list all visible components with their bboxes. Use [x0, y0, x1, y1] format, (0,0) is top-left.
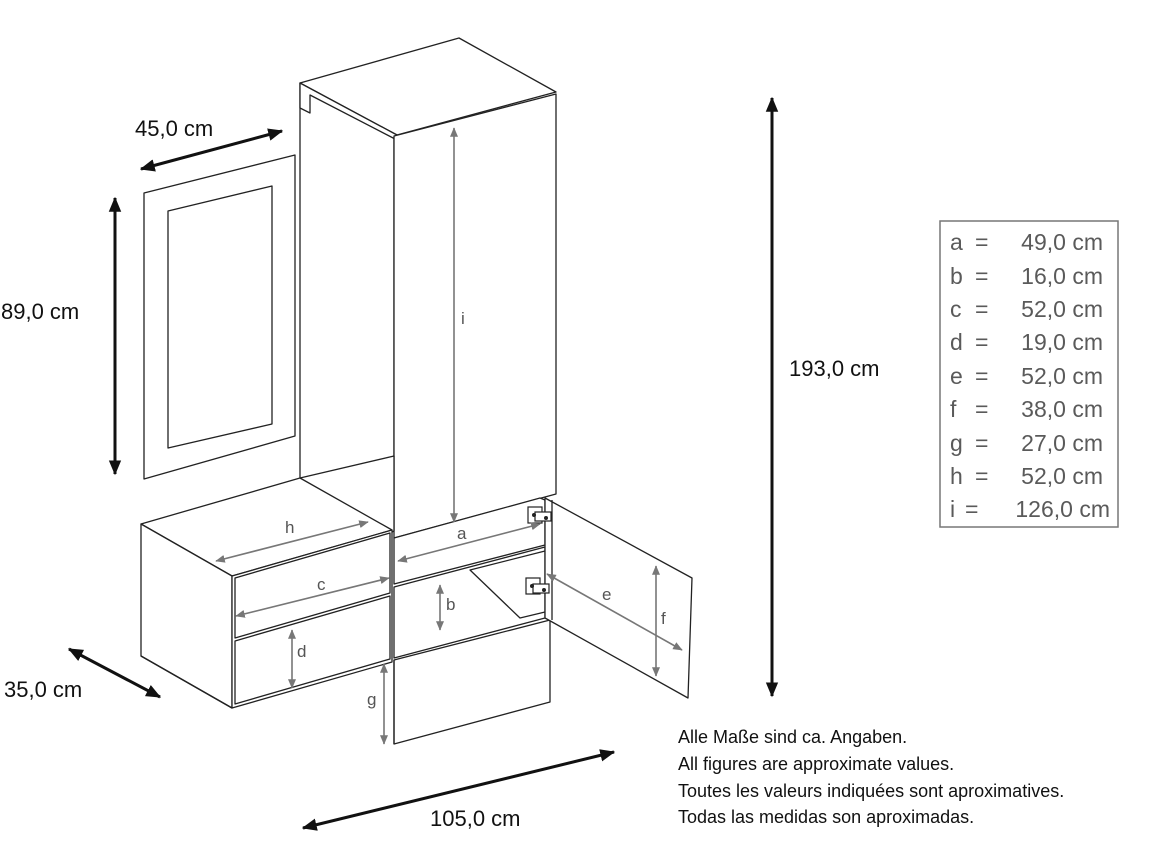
legend-row: d = 19,0 cm [950, 329, 1103, 355]
depth-arrow [67, 647, 162, 699]
legend-key: e [950, 363, 963, 389]
legend-key: i [950, 496, 955, 522]
legend-sep: = [975, 396, 988, 422]
depth-label: 35,0 cm [4, 677, 82, 702]
middle-unit [393, 497, 551, 745]
legend-value: 19,0 cm [1021, 329, 1103, 355]
letter-a: a [457, 524, 467, 543]
legend-key: b [950, 263, 963, 289]
open-door [544, 497, 693, 699]
dim-h-arrow [215, 520, 369, 563]
legend-sep: = [975, 296, 988, 322]
legend-box [939, 220, 1119, 528]
letter-c: c [317, 575, 326, 594]
legend-row: f = 38,0 cm [950, 396, 1103, 422]
letter-b: b [446, 595, 455, 614]
legend-sep: = [975, 430, 988, 456]
legend-key: d [950, 329, 963, 355]
legend-value: 52,0 cm [1021, 296, 1103, 322]
note-english: All figures are approximate values. [678, 754, 954, 774]
legend-value: 49,0 cm [1021, 229, 1103, 255]
total-height-label: 193,0 cm [789, 356, 880, 381]
hinge-lower-icon [525, 577, 550, 595]
legend-value: 16,0 cm [1021, 263, 1103, 289]
note-spanish: Todas las medidas son aproximadas. [678, 807, 974, 827]
legend-key: h [950, 463, 963, 489]
mirror-width-label: 45,0 cm [135, 116, 213, 141]
legend-key: f [950, 396, 957, 422]
mirror-height-label: 89,0 cm [1, 299, 79, 324]
legend-row: g = 27,0 cm [950, 430, 1103, 456]
letter-i: i [461, 309, 465, 328]
legend-sep: = [975, 229, 988, 255]
hinges [525, 506, 552, 595]
legend-row: b = 16,0 cm [950, 263, 1103, 289]
hinge-upper-icon [527, 506, 552, 524]
note-german: Alle Maße sind ca. Angaben. [678, 727, 907, 747]
legend-value: 27,0 cm [1021, 430, 1103, 456]
main-dimensions [67, 96, 779, 831]
legend-sep: = [975, 329, 988, 355]
door-panel [544, 497, 693, 699]
letter-h: h [285, 518, 294, 537]
legend-sep: = [975, 363, 988, 389]
letter-d: d [297, 642, 306, 661]
dim-a-arrow [397, 522, 541, 563]
letter-f: f [661, 609, 666, 628]
legend-value: 52,0 cm [1021, 363, 1103, 389]
mirror [143, 154, 296, 480]
drawer-unit [140, 477, 393, 709]
letter-e: e [602, 585, 611, 604]
note-french: Toutes les valeurs indiquées sont aproxi… [678, 781, 1064, 801]
legend-key: a [950, 229, 963, 255]
letter-g: g [367, 690, 376, 709]
tall-cabinet-front [393, 93, 557, 539]
mirror-glass [167, 185, 273, 449]
dim-c-arrow [235, 576, 390, 618]
tall-cabinet [299, 37, 557, 539]
legend-key: c [950, 296, 962, 322]
total-width-arrow [301, 749, 616, 831]
total-width-label: 105,0 cm [430, 806, 521, 831]
mirror-width-arrow [139, 128, 284, 172]
legend-sep: = [965, 496, 978, 522]
legend-value: 52,0 cm [1021, 463, 1103, 489]
legend-value: 38,0 cm [1021, 396, 1103, 422]
legend-key: g [950, 430, 963, 456]
legend-row: h = 52,0 cm [950, 463, 1103, 489]
inner-dimensions [215, 127, 683, 745]
legend-sep: = [975, 263, 988, 289]
legend-row: c = 52,0 cm [950, 296, 1103, 322]
legend-row: a = 49,0 cm [950, 229, 1103, 255]
legend-row: e = 52,0 cm [950, 363, 1103, 389]
legend-row: i = 126,0 cm [950, 496, 1110, 522]
notes: Alle Maße sind ca. Angaben. All figures … [678, 727, 1064, 827]
legend-sep: = [975, 463, 988, 489]
legend: a = 49,0 cm b = 16,0 cm c = 52,0 cm d = … [939, 220, 1119, 528]
legend-value: 126,0 cm [1015, 496, 1110, 522]
